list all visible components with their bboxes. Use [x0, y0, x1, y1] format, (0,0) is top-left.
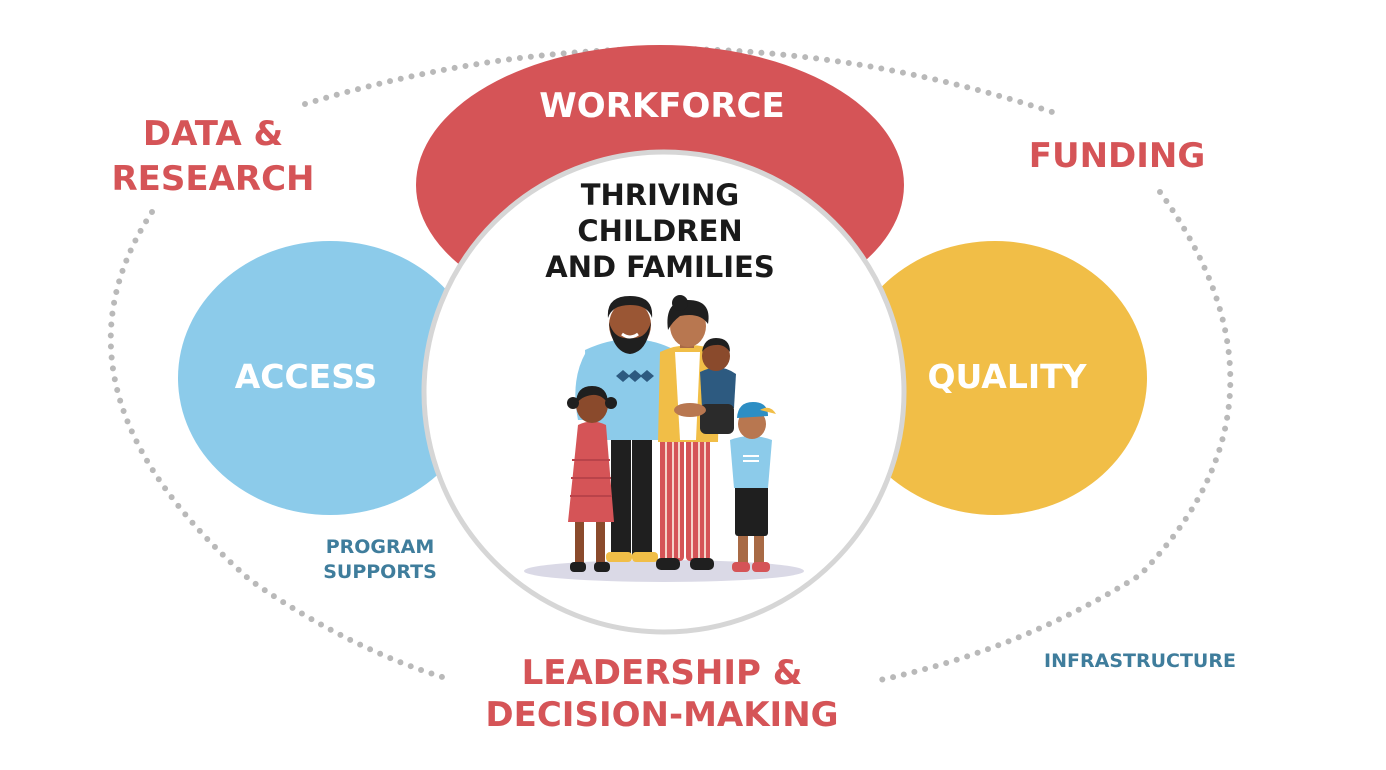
center-title-line-1: THRIVING: [581, 178, 739, 212]
access-ellipse: [178, 241, 482, 515]
girl-figure: [567, 386, 617, 572]
program-supports-label: PROGRAM SUPPORTS: [323, 536, 437, 583]
center-title-line-3: AND FAMILIES: [545, 250, 774, 284]
boy-figure: [730, 402, 776, 572]
data-research-label: DATA & RESEARCH: [111, 114, 314, 199]
ring-arc-left: [107, 209, 455, 683]
quality-ellipse: [843, 241, 1147, 515]
infrastructure-label: INFRASTRUCTURE: [1044, 650, 1236, 672]
mother-figure: [656, 295, 720, 570]
ring-arc-right: [877, 189, 1234, 683]
leadership-line-1: LEADERSHIP &: [522, 653, 803, 693]
center-title: THRIVING CHILDREN AND FAMILIES: [545, 178, 774, 284]
leadership-label: LEADERSHIP & DECISION-MAKING: [485, 653, 838, 735]
access-label: ACCESS: [235, 357, 378, 396]
program-supports-line-1: PROGRAM: [326, 536, 435, 558]
father-figure: [575, 296, 675, 562]
program-supports-line-2: SUPPORTS: [323, 561, 437, 583]
dotted-outer-ring: [107, 46, 1234, 683]
funding-label: FUNDING: [1029, 136, 1206, 176]
baby-figure: [674, 338, 736, 434]
data-research-line-2: RESEARCH: [111, 159, 314, 199]
quality-label: QUALITY: [927, 357, 1087, 396]
leadership-line-2: DECISION-MAKING: [485, 695, 838, 735]
workforce-label: WORKFORCE: [539, 86, 784, 126]
data-research-line-1: DATA &: [143, 114, 283, 154]
family-illustration: [524, 295, 804, 582]
center-title-line-2: CHILDREN: [577, 214, 742, 248]
ring-arc-top: [302, 46, 1055, 115]
